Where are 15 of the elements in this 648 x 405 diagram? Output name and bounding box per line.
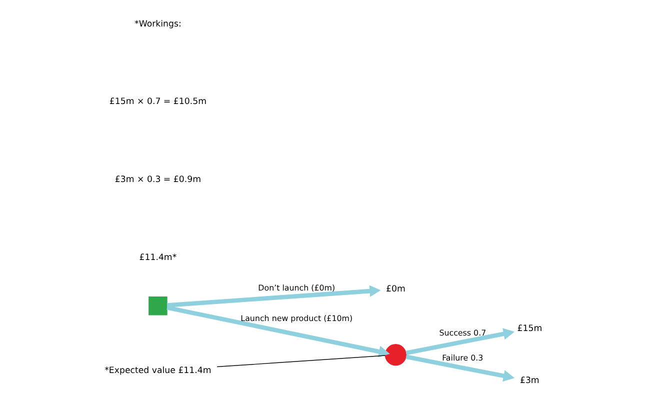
label: £15m × 0.7 = £10.5m xyxy=(109,97,207,108)
label: £3m × 0.3 = £0.9m xyxy=(114,175,202,186)
label: £11.4m* xyxy=(139,252,177,263)
node-text: £15m xyxy=(517,324,542,334)
arrow xyxy=(166,285,381,308)
node-text: £3m xyxy=(520,376,540,386)
node-box xyxy=(148,296,168,316)
connector xyxy=(216,355,386,368)
label: *Workings: xyxy=(134,19,182,30)
arrow xyxy=(406,328,515,356)
node-text: £0m xyxy=(386,284,406,295)
node-circle xyxy=(384,344,406,366)
arrow xyxy=(406,354,515,382)
node-text: *Expected value £11.4m xyxy=(104,366,212,376)
arrow xyxy=(166,306,390,358)
